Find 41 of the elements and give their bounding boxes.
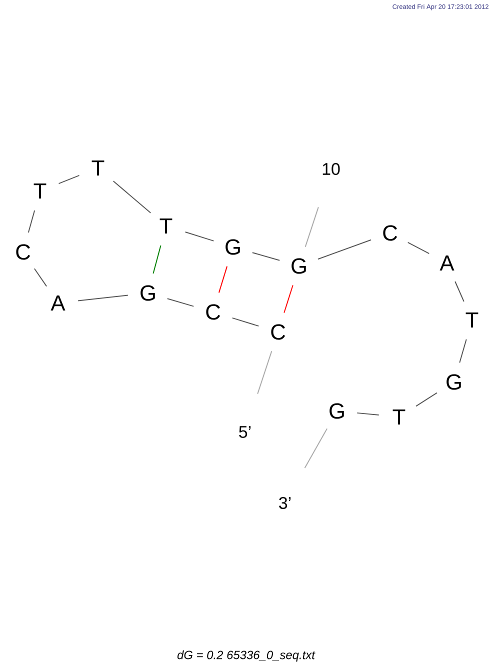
nucleotide-letter: A bbox=[440, 255, 454, 271]
backbone-line bbox=[356, 412, 380, 416]
nucleotide-letter: C bbox=[206, 304, 220, 320]
backbone-line bbox=[407, 242, 430, 254]
backbone-line bbox=[34, 268, 48, 287]
end-label: 3’ bbox=[279, 497, 291, 509]
nucleotide-letter: T bbox=[34, 183, 46, 199]
nucleotide-letter: G bbox=[226, 239, 240, 255]
backbone-line bbox=[317, 239, 372, 260]
backbone-line bbox=[416, 392, 438, 407]
base-pair-line bbox=[152, 245, 162, 274]
nucleotide-letter: T bbox=[392, 409, 406, 425]
backbone-line bbox=[454, 281, 464, 302]
leader-line bbox=[257, 350, 272, 394]
nucleotide-letter: G bbox=[330, 403, 344, 419]
backbone-line bbox=[112, 180, 152, 214]
backbone-line bbox=[28, 210, 36, 234]
end-label: 5’ bbox=[239, 426, 251, 438]
nucleotide-letter: G bbox=[140, 285, 155, 301]
base-pair-line bbox=[218, 266, 228, 294]
nucleotide-letter: C bbox=[16, 244, 30, 260]
leader-line bbox=[304, 428, 328, 468]
backbone-line bbox=[252, 252, 280, 261]
position-number: 10 bbox=[322, 163, 340, 175]
backbone-line bbox=[232, 317, 260, 327]
backbone-line bbox=[78, 294, 128, 302]
backbone-line bbox=[166, 298, 194, 307]
base-pair-line bbox=[284, 284, 294, 314]
nucleotide-letter: T bbox=[92, 160, 104, 176]
nucleotide-letter: C bbox=[383, 225, 398, 241]
backbone-line bbox=[459, 338, 467, 364]
nucleotide-letter: A bbox=[50, 295, 66, 311]
nucleotide-letter: G bbox=[292, 258, 306, 274]
leader-line bbox=[304, 206, 319, 248]
backbone-line bbox=[184, 232, 214, 242]
nucleotide-letter: T bbox=[160, 218, 172, 234]
nucleotide-letter: G bbox=[446, 374, 461, 390]
nucleotide-letter: T bbox=[466, 312, 478, 328]
nucleotide-letter: C bbox=[271, 324, 286, 340]
backbone-line bbox=[58, 174, 80, 184]
caption: dG = 0.2 65336_0_seq.txt bbox=[177, 650, 316, 662]
